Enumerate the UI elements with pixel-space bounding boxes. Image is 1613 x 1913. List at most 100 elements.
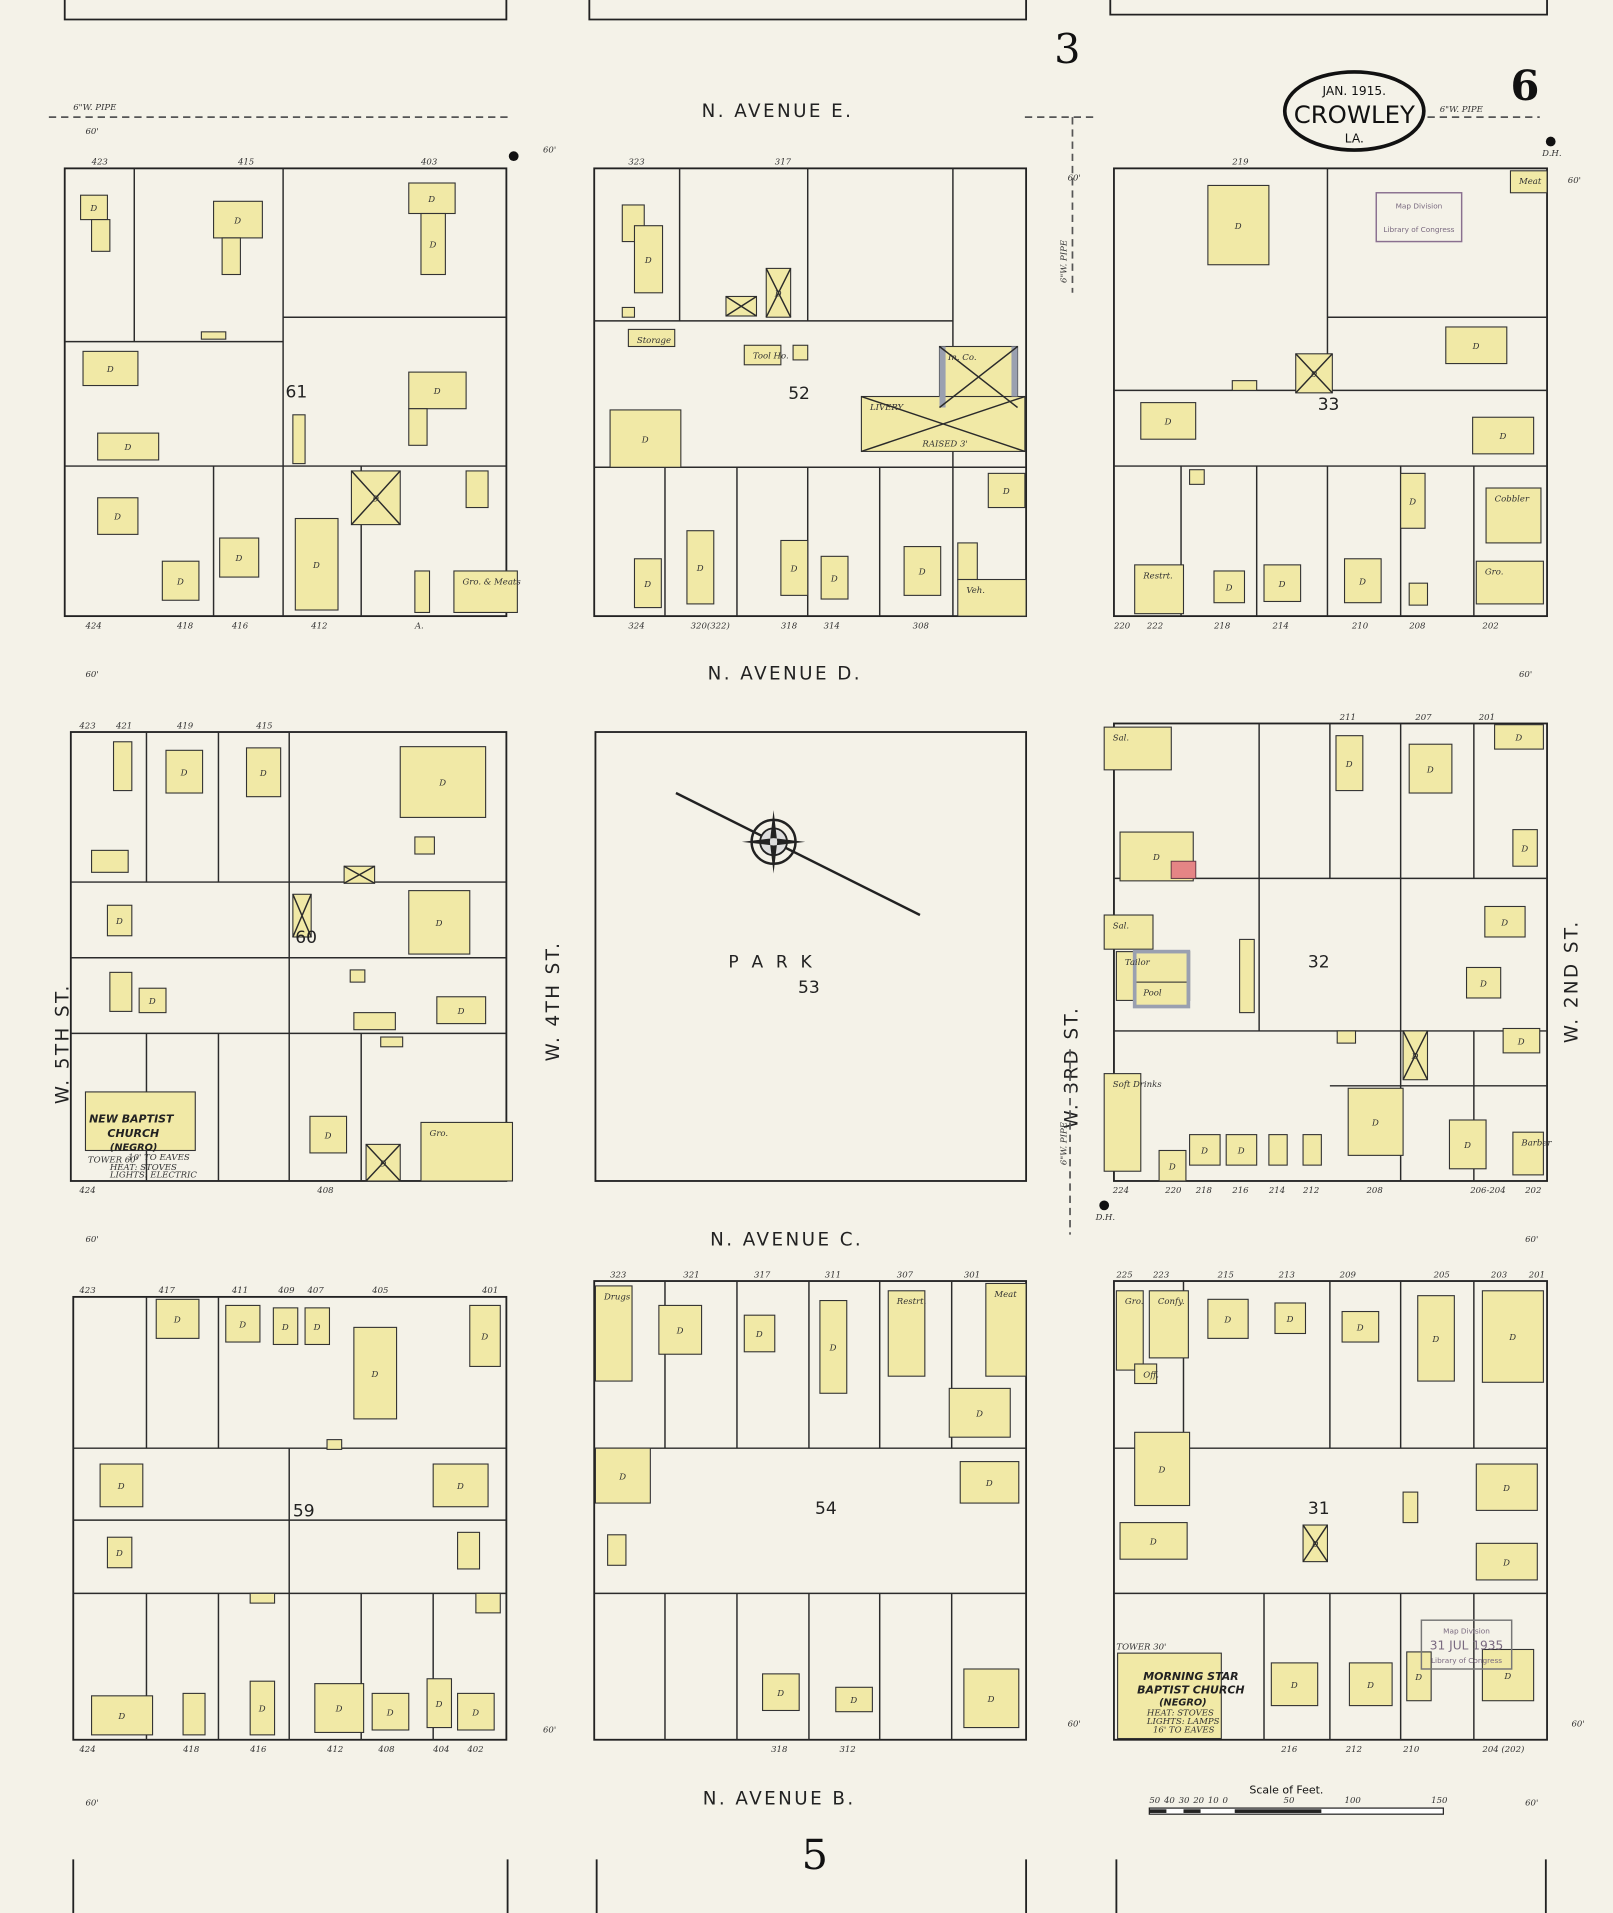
building: [633, 225, 664, 294]
house-number: 412: [310, 621, 327, 631]
building-label: Sal.: [1113, 921, 1129, 931]
title-cartouche: JAN. 1915. CROWLEY LA.: [1282, 70, 1426, 152]
dwelling-label: D: [115, 1549, 123, 1559]
building: [1472, 416, 1535, 455]
building: [304, 1307, 331, 1346]
dwelling-label: D: [435, 1700, 443, 1710]
svg-text:(NEGRO): (NEGRO): [1159, 1698, 1207, 1709]
dwelling-label: D: [1431, 1335, 1439, 1345]
building: [762, 1673, 800, 1712]
building: [436, 996, 487, 1025]
building-label: In. Co.: [947, 353, 977, 363]
house-number: A.: [414, 621, 424, 631]
building-label: Veh.: [966, 586, 985, 596]
building: [1343, 558, 1382, 604]
building: [1117, 1652, 1222, 1740]
dwelling-label: D: [371, 494, 379, 504]
house-number: 223: [1152, 1270, 1170, 1280]
house-number: 409: [277, 1286, 295, 1296]
building: [292, 414, 306, 465]
dwelling-label: D: [676, 1326, 684, 1336]
house-number: 216: [1231, 1186, 1249, 1196]
street-width-label: 60': [1568, 176, 1581, 186]
svg-text:D.H.: D.H.: [1541, 149, 1561, 159]
scale-tick-label: 10: [1208, 1796, 1219, 1806]
dwelling-label: D: [438, 779, 446, 789]
building: [1225, 1134, 1258, 1166]
building: [633, 558, 662, 609]
brick-building: [1171, 861, 1196, 879]
park-label: P A R K: [728, 952, 815, 972]
dwelling-label: D: [435, 919, 443, 929]
house-number: 210: [1402, 1745, 1420, 1755]
house-number: 312: [839, 1745, 855, 1755]
dwelling-label: D: [89, 204, 97, 214]
house-number: 421: [115, 721, 132, 731]
building-label: Restrt.: [896, 1297, 926, 1307]
building: [1134, 1431, 1191, 1507]
building: [1189, 469, 1205, 485]
building: [594, 1285, 633, 1382]
svg-text:BAPTIST CHURCH: BAPTIST CHURCH: [1137, 1683, 1244, 1696]
building: [408, 408, 428, 446]
dwelling-label: D: [1152, 853, 1160, 863]
building: [155, 1298, 200, 1339]
dwelling-label: D: [1286, 1315, 1294, 1325]
adjacent-block-outline: [1115, 1859, 1547, 1913]
building-label: Confy.: [1158, 1297, 1185, 1307]
dwelling-label: D: [641, 435, 649, 445]
scale-tick-label: 30: [1179, 1796, 1190, 1806]
house-number: 211: [1339, 713, 1356, 723]
svg-text:LIGHTS: ELECTRIC: LIGHTS: ELECTRIC: [109, 1170, 198, 1180]
dwelling-label: D: [386, 1708, 394, 1718]
dwelling-label: D: [644, 256, 652, 266]
dwelling-label: D: [1479, 979, 1487, 989]
house-number: 201: [1478, 713, 1495, 723]
building: [987, 472, 1026, 509]
library-stamp: Map Division 31 JUL 1935 Library of Cong…: [1420, 1619, 1513, 1670]
iron-clad-building: [1132, 949, 1191, 1009]
shed-cross-mark: [292, 893, 312, 938]
dwelling-label: D: [1234, 222, 1242, 232]
dwelling-label: D: [1002, 487, 1010, 497]
dwelling-label: D: [849, 1696, 857, 1706]
house-number: 424: [78, 1745, 95, 1755]
building: [1115, 1290, 1144, 1371]
house-number: 407: [307, 1286, 325, 1296]
dwelling-label: D: [1500, 918, 1508, 928]
house-number: 203: [1490, 1270, 1508, 1280]
dwelling-label: D: [830, 574, 838, 584]
building: [1408, 743, 1453, 794]
dwelling-label: D: [1225, 583, 1233, 593]
shed-cross-mark: [365, 1143, 401, 1182]
building-label: Sal.: [1113, 734, 1129, 744]
building: [249, 1592, 276, 1604]
dwelling-label: D: [975, 1409, 983, 1419]
building: [91, 219, 111, 252]
block-number: 59: [293, 1501, 315, 1521]
dwelling-label: D: [335, 1705, 343, 1715]
building: [408, 890, 471, 955]
building: [948, 1387, 1011, 1438]
building: [1134, 981, 1189, 1008]
building: [432, 1463, 489, 1508]
building: [112, 741, 133, 792]
dwelling-label: D: [1309, 370, 1317, 380]
building: [245, 747, 282, 798]
building: [457, 1531, 481, 1570]
dwelling-label: D: [433, 387, 441, 397]
svg-text:Map Division: Map Division: [1443, 1627, 1490, 1636]
dwelling-label: D: [471, 1708, 479, 1718]
building: [91, 1695, 154, 1736]
dwelling-label: D: [1414, 1673, 1422, 1683]
building: [1134, 1363, 1158, 1385]
house-number: 204 (202): [1481, 1744, 1524, 1755]
svg-text:Library of Congress: Library of Congress: [1383, 225, 1454, 234]
building: [1481, 1648, 1535, 1702]
dwelling-label: D: [480, 1333, 488, 1343]
iron-clad-building: [939, 346, 946, 408]
building: [408, 371, 467, 410]
shed-cross-mark: [765, 268, 792, 318]
building: [1207, 1298, 1249, 1339]
